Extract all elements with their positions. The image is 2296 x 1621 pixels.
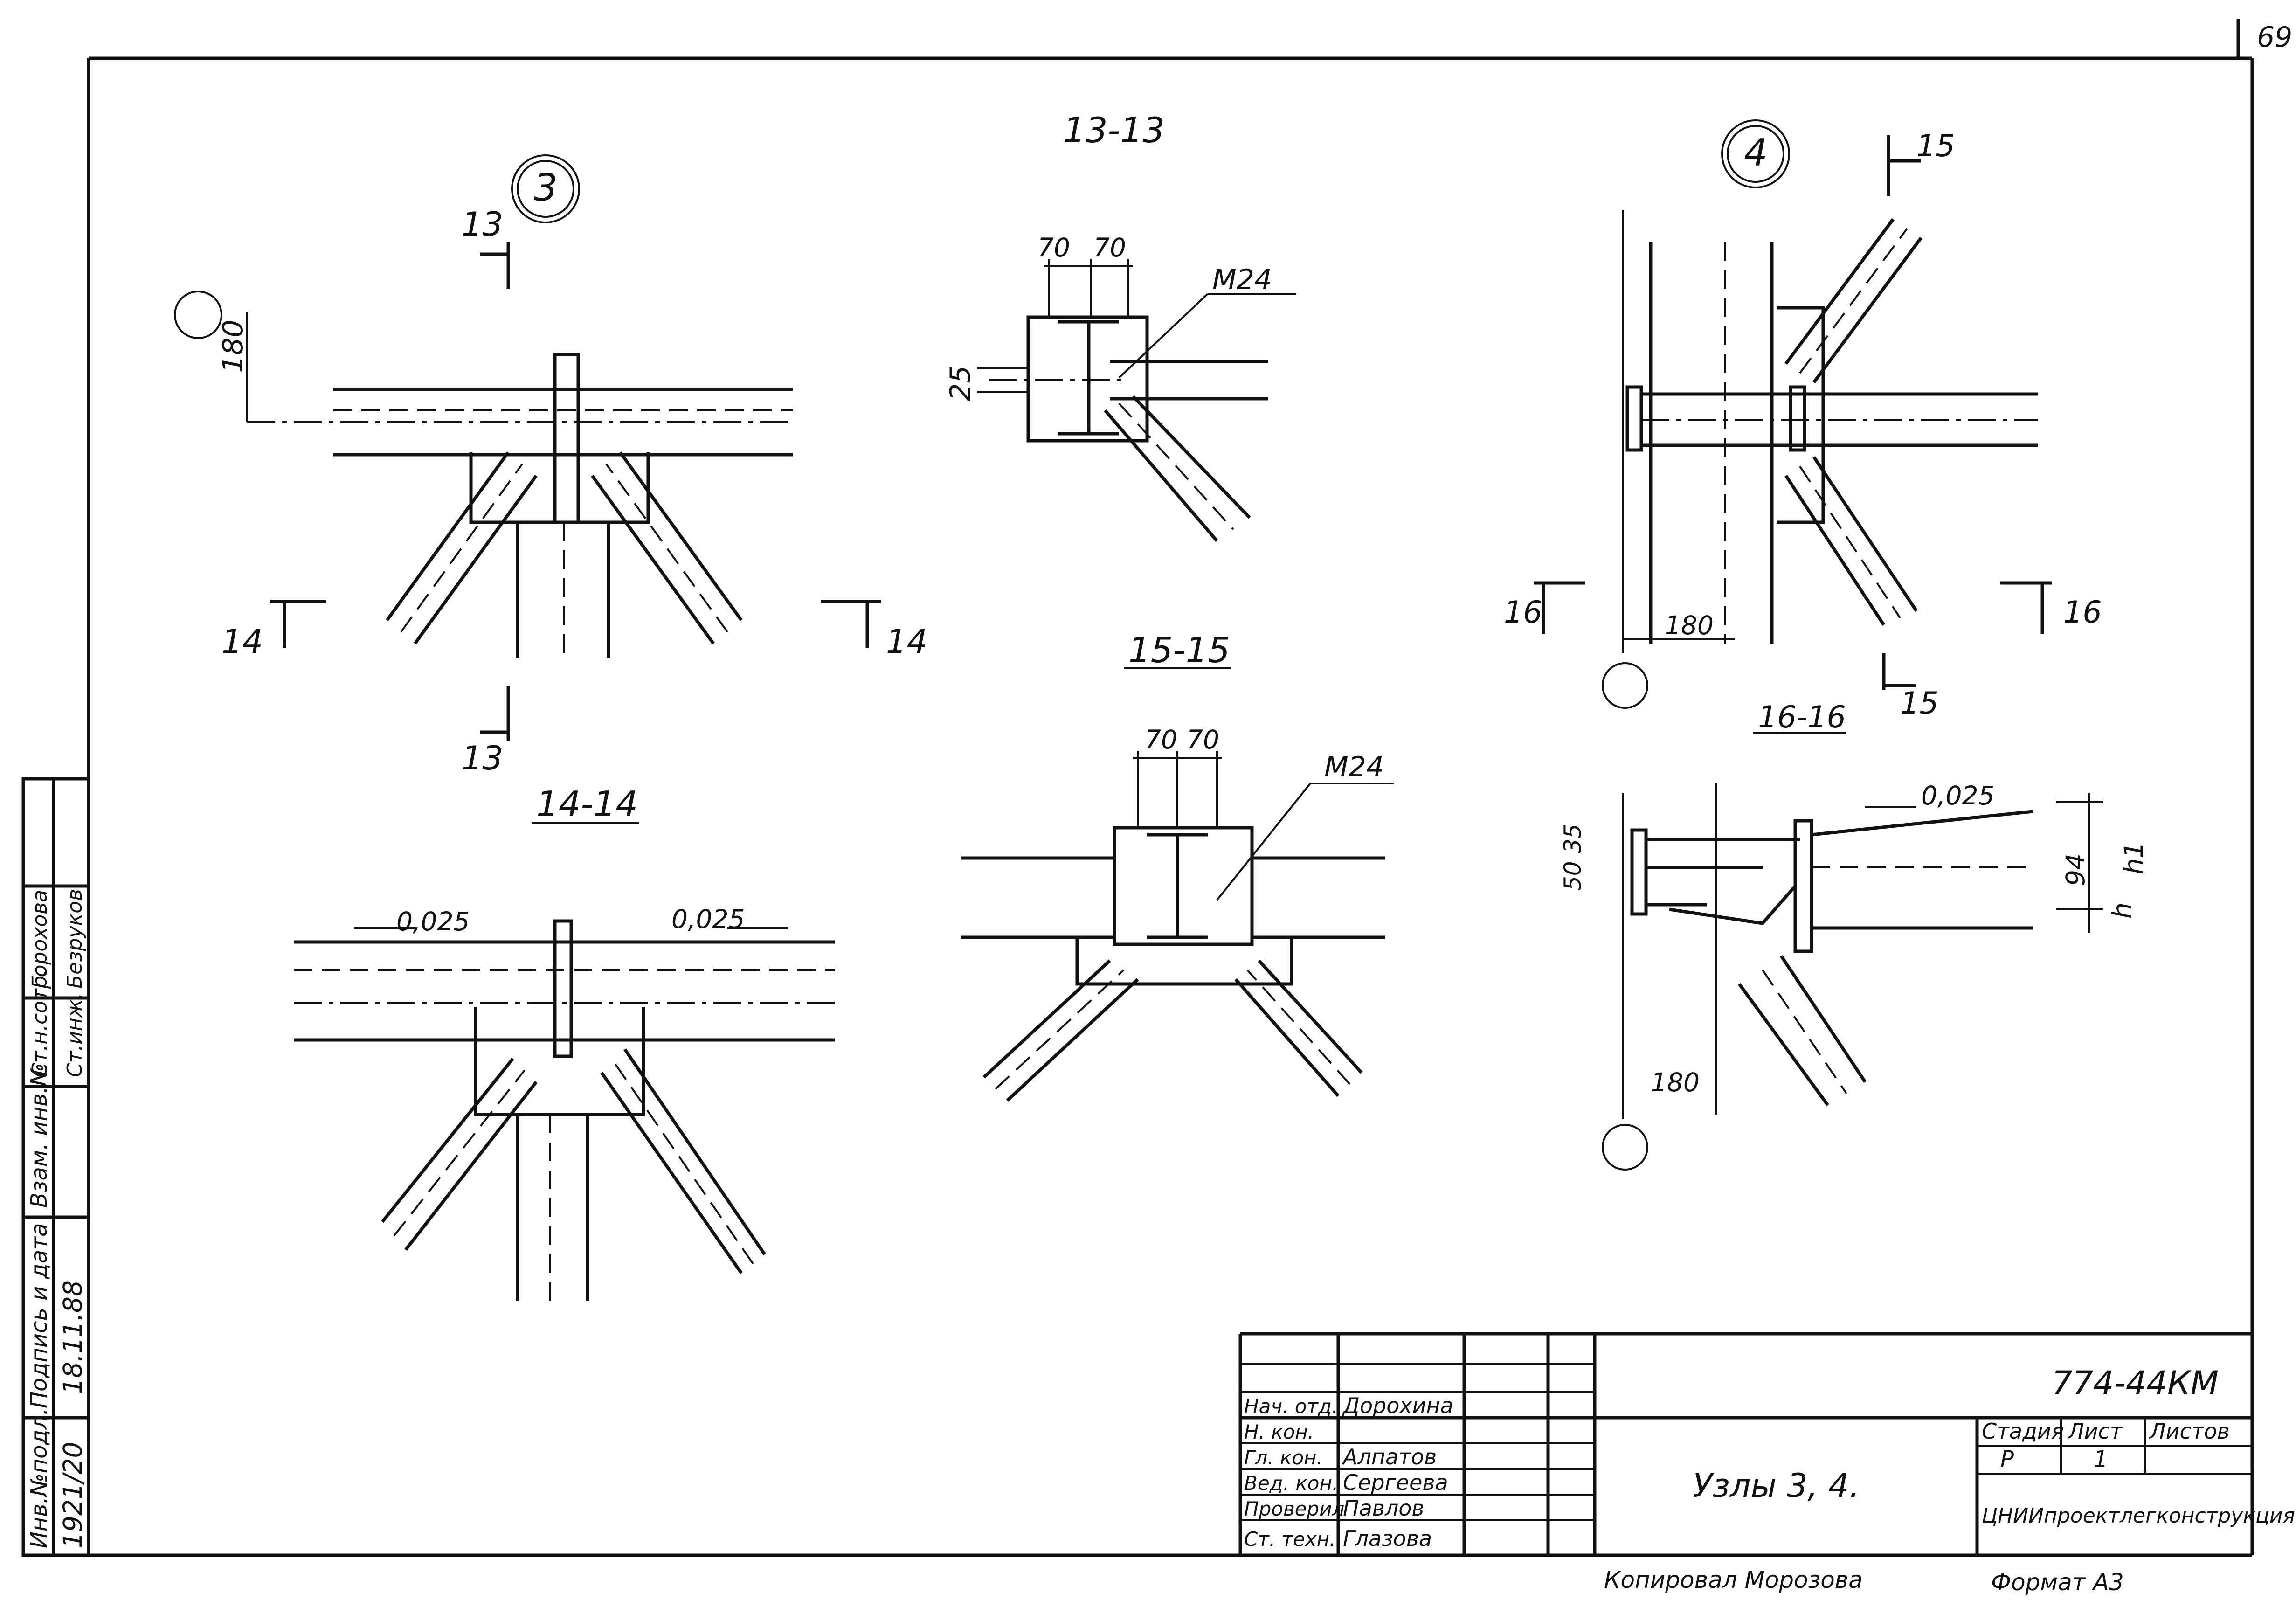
copied-by-note: Копировал Морозова	[1604, 1566, 1863, 1593]
section-16-dim-180: 180	[1651, 1067, 1700, 1097]
section-14-slope-right: 0,025	[671, 904, 745, 934]
tb-organization: ЦНИИпроектлегконструкция	[1982, 1504, 2295, 1528]
section-15-view	[961, 751, 1394, 1102]
stamp-st-inzh-name: Безруков	[63, 889, 87, 989]
node-4-cut15-top: 15	[1916, 129, 1955, 164]
tb-stage-label: Стадия	[1982, 1419, 2064, 1444]
section-15-dim-70a: 70	[1145, 725, 1177, 755]
section-14-view	[294, 919, 835, 1301]
tb-sheets-label: Листов	[2149, 1419, 2230, 1444]
stamp-st-n-sotr: Ст.н.сотр.	[28, 969, 52, 1077]
section-16-slope: 0,025	[1921, 781, 1994, 810]
node-4-marker: 4	[1744, 131, 1768, 174]
tb-sheet-label: Лист	[2067, 1419, 2123, 1444]
node-4-view: 4	[1534, 119, 2052, 709]
side-stamp	[21, 777, 90, 1557]
format-note: Формат А3	[1991, 1569, 2124, 1596]
tb-name-5: Глазова	[1343, 1526, 1432, 1551]
page-number: 69	[2257, 21, 2292, 54]
stamp-st-inzh: Ст.инж.	[63, 993, 87, 1077]
node-3-cut13-top: 13	[462, 205, 503, 243]
node-3-cut14-right: 14	[886, 623, 927, 661]
tb-sheet-title: Узлы 3, 4.	[1693, 1467, 1860, 1505]
node-3-view: 3	[174, 154, 881, 741]
stamp-vzam: Взам. инв.№	[26, 1063, 52, 1208]
node-4-cut16-left: 16	[1504, 595, 1542, 630]
tb-role-5: Ст. техн.	[1244, 1528, 1335, 1551]
stamp-st-n-sotr-name: Горохова	[28, 890, 52, 989]
tb-sheet-value: 1	[2094, 1446, 2108, 1472]
section-13-dim-70b: 70	[1093, 233, 1126, 263]
stamp-podpis: Подпись и дата	[26, 1223, 52, 1408]
tb-role-0: Нач. отд.	[1244, 1395, 1338, 1418]
section-13-dim-70a: 70	[1037, 233, 1070, 263]
section-14-title: 14-14	[536, 783, 638, 824]
section-16-h1: h1	[2119, 842, 2149, 874]
tb-role-1: Н. кон.	[1244, 1420, 1314, 1443]
section-15-bolt-label: М24	[1324, 751, 1384, 783]
stamp-inv-podl: Инв.№подл.	[26, 1408, 52, 1548]
node-4-cut16-right: 16	[2063, 595, 2102, 630]
section-16-dim-94: 94	[2061, 853, 2090, 886]
tb-name-3: Сергеева	[1343, 1470, 1448, 1495]
tb-doc-code: 774-44КМ	[2052, 1364, 2219, 1402]
section-13-dim-25: 25	[944, 366, 977, 401]
node-4-dim-180: 180	[1665, 610, 1714, 640]
node-3-marker: 3	[534, 166, 558, 209]
tb-role-2: Гл. кон.	[1244, 1446, 1323, 1469]
stamp-date: 18.11.88	[58, 1280, 88, 1394]
tb-name-0: Дорохина	[1342, 1393, 1453, 1418]
section-13-view	[977, 259, 1296, 542]
node-3-cut14-left: 14	[221, 623, 263, 661]
node-3-dim-180: 180	[217, 319, 249, 373]
section-16-dim-35: 35	[1559, 824, 1586, 853]
section-13-bolt-label: М24	[1212, 263, 1272, 296]
tb-role-4: Проверил	[1244, 1497, 1344, 1520]
tb-stage-value: Р	[2000, 1446, 2014, 1472]
title-block	[1238, 1332, 2252, 1555]
tb-role-3: Вед. кон.	[1244, 1472, 1338, 1495]
section-16-view	[1602, 783, 2103, 1171]
node-4-cut15-bottom: 15	[1900, 686, 1939, 721]
tb-name-4: Павлов	[1343, 1496, 1425, 1521]
section-15-title: 15-15	[1128, 630, 1230, 671]
section-16-h: h	[2107, 902, 2137, 919]
tb-name-2: Алпатов	[1342, 1444, 1437, 1469]
section-15-dim-70b: 70	[1187, 725, 1219, 755]
node-3-cut13-bottom: 13	[462, 739, 503, 777]
stamp-inv-number: 1921/20	[58, 1442, 88, 1549]
section-14-slope-left: 0,025	[396, 907, 470, 936]
section-16-title: 16-16	[1758, 700, 1846, 735]
section-16-dim-50: 50	[1559, 861, 1586, 891]
section-13-title: 13-13	[1063, 110, 1165, 151]
